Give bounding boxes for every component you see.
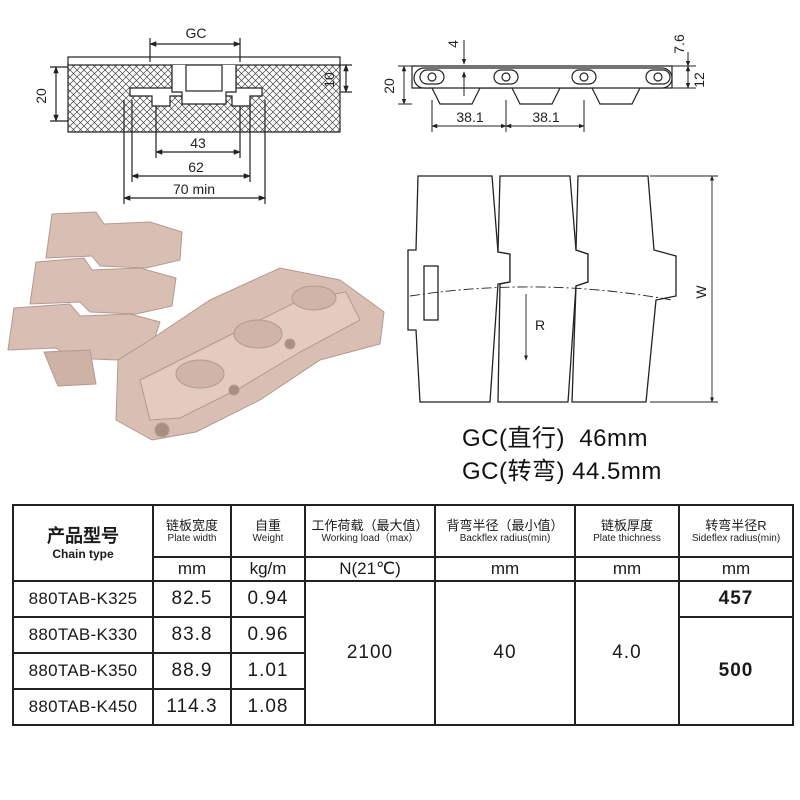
dim-7-6: 7.6 — [671, 34, 687, 54]
dim-10: 10 — [321, 72, 337, 88]
dim-20-side: 20 — [381, 78, 397, 94]
model-cell: 880TAB-K450 — [12, 688, 154, 726]
unit-sideflex: mm — [678, 556, 794, 582]
table-row: 880TAB-K325 82.5 0.94 2100 40 4.0 457 — [12, 580, 794, 726]
dim-w: W — [693, 285, 709, 299]
working-load-cell: 2100 — [304, 580, 436, 726]
side-view — [411, 65, 673, 105]
model-cell: 880TAB-K325 — [12, 580, 154, 618]
dim-70-min: 70 min — [173, 181, 215, 197]
dim-r: R — [535, 317, 545, 333]
header-row: 产品型号 Chain type 链板宽度 Plate width 自重 Weig… — [12, 504, 794, 582]
plate-width-cell: 114.3 — [152, 688, 232, 726]
dim-12: 12 — [691, 72, 707, 88]
unit-weight: kg/m — [230, 556, 306, 582]
unit-thickness: mm — [574, 556, 680, 582]
dim-43: 43 — [190, 135, 206, 151]
sideflex-cell-1: 457 — [678, 580, 794, 618]
gc-straight-note: GC(直行) 46mm — [462, 425, 648, 452]
dim-62: 62 — [188, 159, 204, 175]
table-row: 880TAB-K330 83.8 0.96 500 — [12, 616, 794, 726]
dim-20-left: 20 — [33, 88, 49, 104]
weight-cell: 0.96 — [230, 616, 306, 654]
top-view — [407, 175, 677, 403]
gc-turn-note: GC(转弯) 44.5mm — [462, 458, 662, 485]
weight-cell: 0.94 — [230, 580, 306, 618]
table-row: 880TAB-K450 114.3 1.08 — [12, 688, 793, 726]
thickness-cell: 4.0 — [574, 580, 680, 726]
dim-pitch-1: 38.1 — [456, 109, 483, 125]
backflex-cell: 40 — [434, 580, 576, 726]
header-weight: 自重 Weight — [230, 504, 306, 558]
dim-pitch-2: 38.1 — [532, 109, 559, 125]
table-row: 880TAB-K350 88.9 1.01 — [12, 652, 793, 690]
plate-width-cell: 82.5 — [152, 580, 232, 618]
unit-backflex: mm — [434, 556, 576, 582]
dim-4: 4 — [445, 40, 461, 48]
plate-width-cell: 88.9 — [152, 652, 232, 690]
header-chain-type: 产品型号 Chain type — [12, 504, 154, 582]
weight-cell: 1.08 — [230, 688, 306, 726]
header-thickness: 链板厚度 Plate thichness — [574, 504, 680, 558]
model-cell: 880TAB-K350 — [12, 652, 154, 690]
spec-table: 产品型号 Chain type 链板宽度 Plate width 自重 Weig… — [12, 504, 794, 726]
header-plate-width: 链板宽度 Plate width — [152, 504, 232, 558]
sideflex-cell-2: 500 — [678, 616, 794, 726]
chain-product-photo — [7, 211, 385, 441]
header-sideflex: 转弯半径R Sideflex radius(min) — [678, 504, 794, 558]
header-backflex: 背弯半径（最小值） Backflex radius(min) — [434, 504, 576, 558]
technical-drawing: GC 20 10 43 62 70 min 4 7.6 — [7, 25, 718, 441]
plate-width-cell: 83.8 — [152, 616, 232, 654]
unit-plate-width: mm — [152, 556, 232, 582]
weight-cell: 1.01 — [230, 652, 306, 690]
dim-gc-label: GC — [186, 25, 207, 41]
header-working-load: 工作荷载（最大值） Working load（max） — [304, 504, 436, 558]
unit-working-load: N(21℃) — [304, 556, 436, 582]
model-cell: 880TAB-K330 — [12, 616, 154, 654]
cross-section-view — [50, 38, 352, 204]
unit-row: mm kg/m N(21℃) mm mm mm — [13, 556, 794, 582]
